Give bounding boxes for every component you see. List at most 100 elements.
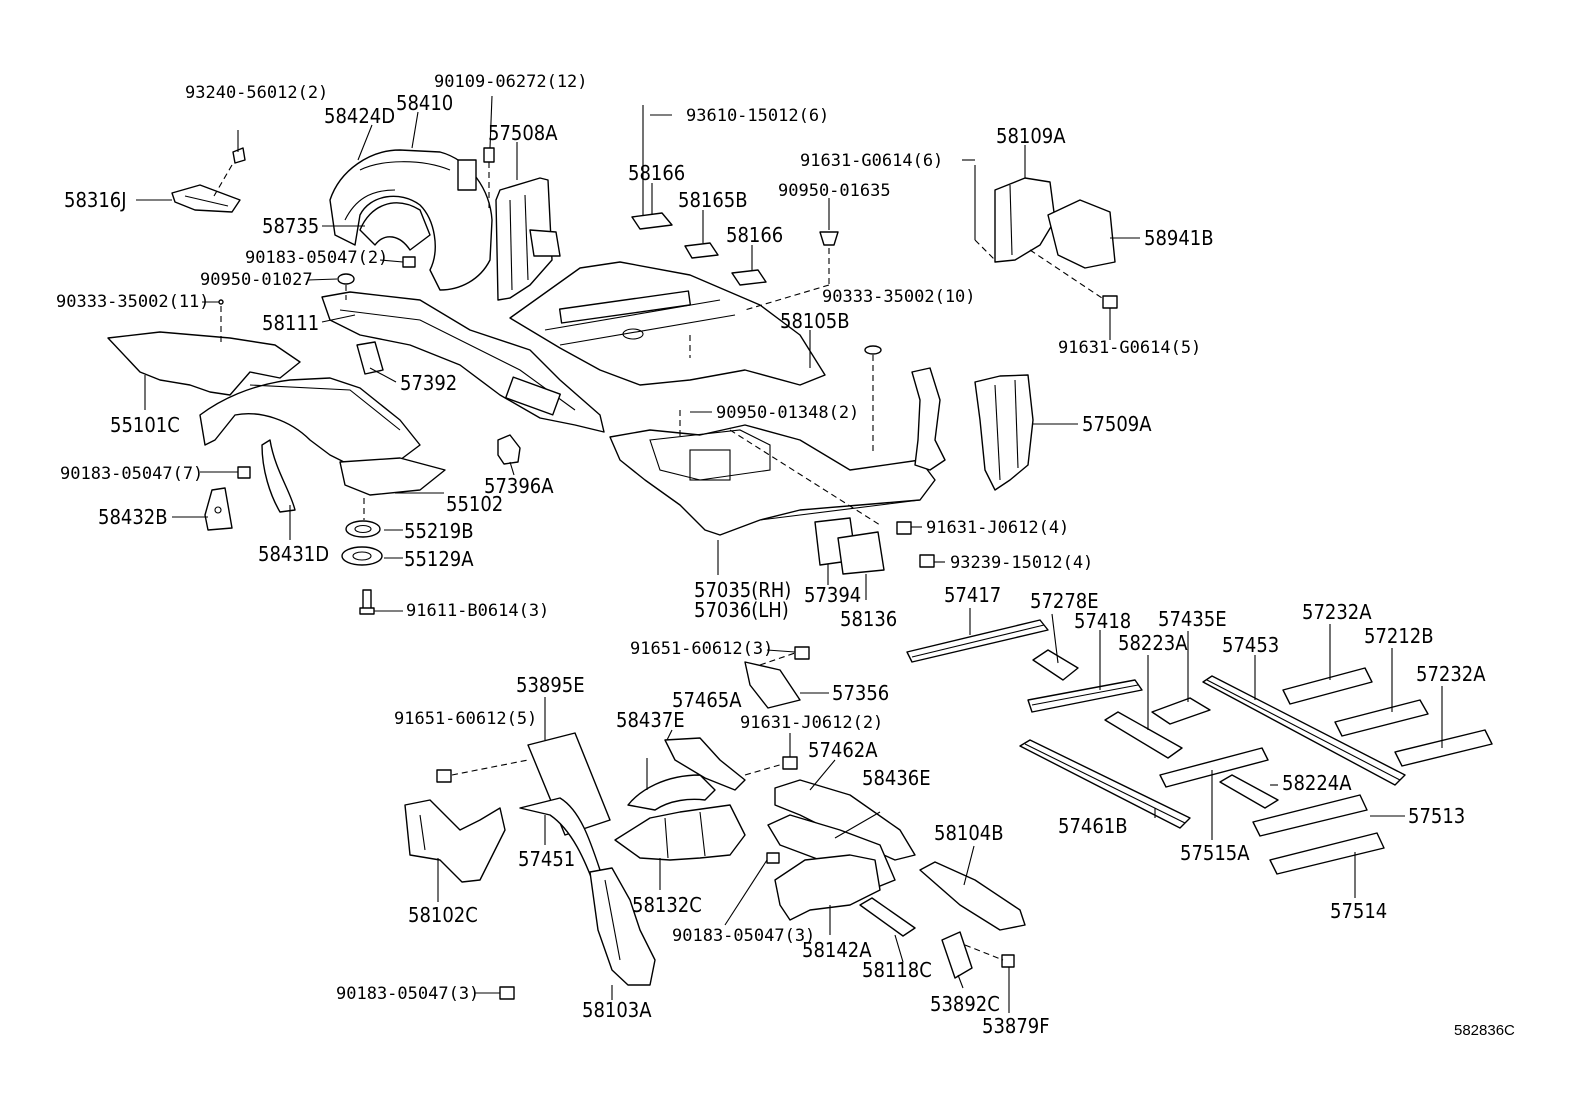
label-55219B: 55219B <box>404 519 474 543</box>
label-58132C: 58132C <box>632 893 702 917</box>
part-57509A-illustration <box>974 374 1034 491</box>
part-57394-58136-illustration <box>814 517 935 575</box>
part-57508A-illustration <box>495 177 561 301</box>
label-93240-56012: 93240-56012(2) <box>185 83 328 103</box>
label-57356: 57356 <box>832 681 889 705</box>
label-57509A: 57509A <box>1082 412 1152 436</box>
part-57232A-top-illustration <box>1282 667 1373 705</box>
label-58166-b: 58166 <box>726 223 783 247</box>
label-57036-lh: 57036(LH) <box>694 598 789 622</box>
label-58735: 58735 <box>262 214 319 238</box>
part-57392-illustration <box>356 341 384 375</box>
part-58410-wheelhouse-illustration <box>329 149 493 291</box>
label-58118C: 58118C <box>862 958 932 982</box>
figure-id: 582836C <box>1454 1022 1515 1039</box>
label-90183-05047-3a: 90183-05047(3) <box>672 926 815 946</box>
label-91611-B0614: 91611-B0614(3) <box>406 601 549 621</box>
label-57462A: 57462A <box>808 738 878 762</box>
part-55101C-floor-pan-illustration <box>107 331 446 513</box>
label-90950-01027: 90950-01027 <box>200 270 313 290</box>
part-57232A-bottom-illustration <box>1394 729 1493 767</box>
part-58437E-illustration <box>627 774 716 811</box>
label-58223A: 58223A <box>1118 631 1188 655</box>
leader-lines <box>136 95 1443 1013</box>
part-57513-illustration <box>1252 794 1368 837</box>
label-58105B: 58105B <box>780 309 850 333</box>
part-58132C-illustration <box>614 804 746 861</box>
label-58136: 58136 <box>840 607 897 631</box>
label-90183-05047-3b: 90183-05047(3) <box>336 984 479 1004</box>
label-57278E: 57278E <box>1030 589 1099 613</box>
label-58437E: 58437E <box>616 708 685 732</box>
label-93610-15012: 93610-15012(6) <box>686 106 829 126</box>
part-90183-05047-3b-clip-illustration <box>499 986 515 1000</box>
label-58436E: 58436E <box>862 766 931 790</box>
label-57232A-bottom: 57232A <box>1416 662 1486 686</box>
label-90950-01635: 90950-01635 <box>778 181 891 201</box>
label-57435E: 57435E <box>1158 607 1227 631</box>
part-58316J-illustration <box>171 130 246 213</box>
label-58431D: 58431D <box>258 542 329 566</box>
label-58224A: 58224A <box>1282 771 1352 795</box>
label-57392: 57392 <box>400 371 457 395</box>
part-57515A-illustration <box>1159 747 1269 788</box>
part-58223A-illustration <box>1104 711 1183 759</box>
label-57451: 57451 <box>518 847 575 871</box>
label-55101C: 55101C <box>110 413 180 437</box>
part-58103A-illustration <box>589 867 656 986</box>
label-58432B: 58432B <box>98 505 168 529</box>
label-58166-a: 58166 <box>628 161 685 185</box>
part-57453-rail-illustration <box>1202 675 1406 786</box>
part-58224A-illustration <box>1219 774 1279 809</box>
part-57435E-illustration <box>1151 697 1211 725</box>
label-90109-06272: 90109-06272(12) <box>434 72 588 92</box>
label-91651-60612-3: 91651-60612(3) <box>630 639 773 659</box>
part-57461B-rail-illustration <box>1019 739 1191 829</box>
part-57418-rail-illustration <box>1027 679 1143 713</box>
label-58941B: 58941B <box>1144 226 1214 250</box>
part-57212B-illustration <box>1334 699 1429 737</box>
part-58432B-illustration <box>200 466 251 531</box>
label-91631-J0612-2: 91631-J0612(2) <box>740 713 883 733</box>
part-91631-J0612-2-illustration <box>744 756 798 776</box>
part-57465A-illustration <box>664 737 746 791</box>
label-90183-05047-2: 90183-05047(2) <box>245 248 388 268</box>
label-57232A-top: 57232A <box>1302 600 1372 624</box>
label-53892C: 53892C <box>930 992 1000 1016</box>
label-90333-35002-10: 90333-35002(10) <box>822 287 976 307</box>
label-58142A: 58142A <box>802 938 872 962</box>
part-58102C-illustration <box>404 799 506 883</box>
label-58102C: 58102C <box>408 903 478 927</box>
label-57515A: 57515A <box>1180 841 1250 865</box>
part-58105B-floor-panel-illustration <box>509 261 826 386</box>
part-labels: 58316J 93240-56012(2) 58424D 58410 90109… <box>56 72 1515 1039</box>
label-90183-05047-7: 90183-05047(7) <box>60 464 203 484</box>
label-90950-01348: 90950-01348(2) <box>716 403 859 423</box>
label-58165B: 58165B <box>678 188 748 212</box>
label-57453: 57453 <box>1222 633 1279 657</box>
part-58104B-illustration <box>919 861 1026 931</box>
label-57212B: 57212B <box>1364 624 1434 648</box>
label-57417: 57417 <box>944 583 1001 607</box>
part-58118C-illustration <box>859 897 916 937</box>
label-57508A: 57508A <box>488 121 558 145</box>
label-53895E: 53895E <box>516 673 585 697</box>
label-57461B: 57461B <box>1058 814 1128 838</box>
part-55219B-55129A-illustration <box>341 498 383 615</box>
part-58111-illustration <box>321 291 605 433</box>
label-55129A: 55129A <box>404 547 474 571</box>
label-57514: 57514 <box>1330 899 1387 923</box>
label-91631-J0612-4: 91631-J0612(4) <box>926 518 1069 538</box>
label-58109A: 58109A <box>996 124 1066 148</box>
part-57278E-illustration <box>1032 649 1079 681</box>
part-57035-side-sill-illustration <box>609 367 946 536</box>
label-91651-60612-5: 91651-60612(5) <box>394 709 537 729</box>
label-57396A: 57396A <box>484 474 554 498</box>
part-58109A-58941B-illustration <box>974 165 1118 309</box>
label-58103A: 58103A <box>582 998 652 1022</box>
label-90333-35002-11: 90333-35002(11) <box>56 292 210 312</box>
label-93239-15012: 93239-15012(4) <box>950 553 1093 573</box>
part-53892C-illustration <box>941 931 1015 979</box>
